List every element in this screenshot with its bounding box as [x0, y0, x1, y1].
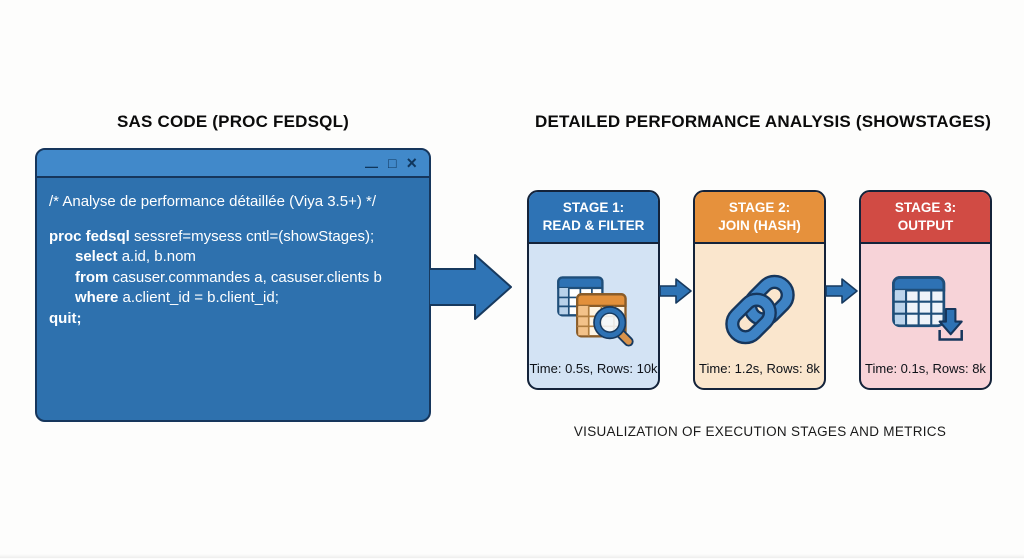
bottom-edge-artifact	[0, 554, 1024, 558]
stage-metrics: Time: 1.2s, Rows: 8k	[699, 361, 820, 376]
stage-header: STAGE 3: OUTPUT	[861, 192, 990, 245]
code-window: — □ × /* Analyse de performance détaillé…	[35, 148, 431, 422]
code-line: where a.client_id = b.client_id;	[75, 289, 279, 306]
code-window-titlebar: — □ ×	[37, 150, 429, 178]
code-line: proc fedsql sessref=mysess cntl=(showSta…	[49, 227, 375, 245]
minimize-icon[interactable]: —	[365, 158, 379, 174]
stage-title-line1: STAGE 3:	[894, 200, 957, 215]
chain-link-icon	[719, 256, 801, 361]
flow-arrow-stage1-stage2	[659, 278, 692, 304]
flow-arrow-stage2-stage3	[825, 278, 858, 304]
stage-card-read-filter: STAGE 1: READ & FILTER	[527, 190, 660, 390]
flow-arrow-main	[429, 254, 512, 320]
code-area: /* Analyse de performance détaillée (Viy…	[37, 178, 429, 343]
code-line: select a.id, b.nom	[75, 248, 196, 265]
stage-card-output: STAGE 3: OUTPUT Time: 0.1s, Rows: 8k	[859, 190, 992, 390]
right-section-title: DETAILED PERFORMANCE ANALYSIS (SHOWSTAGE…	[535, 112, 992, 131]
stage-metrics: Time: 0.5s, Rows: 10k	[529, 361, 658, 376]
code-blank-line	[49, 213, 417, 227]
stage-metrics: Time: 0.1s, Rows: 8k	[865, 361, 986, 376]
stage-title-line2: JOIN (HASH)	[718, 217, 801, 233]
table-download-icon	[884, 256, 968, 361]
stage-title-line2: OUTPUT	[897, 217, 954, 233]
close-icon[interactable]: ×	[406, 153, 417, 173]
table-search-icon	[552, 256, 636, 361]
stage-title-line2: READ & FILTER	[542, 217, 645, 233]
stage-title-line1: STAGE 2:	[728, 200, 791, 215]
left-section-title: SAS CODE (PROC FEDSQL)	[116, 112, 350, 131]
stage-card-join-hash: STAGE 2: JOIN (HASH) Time: 1.2s, Rows: 8…	[693, 190, 826, 390]
stage-header: STAGE 2: JOIN (HASH)	[695, 192, 824, 245]
footer-caption: VISUALIZATION OF EXECUTION STAGES AND ME…	[573, 424, 947, 439]
stage-header: STAGE 1: READ & FILTER	[529, 192, 658, 245]
code-line: from casuser.commandes a, casuser.client…	[75, 268, 382, 286]
maximize-icon[interactable]: □	[388, 155, 397, 171]
code-line: /* Analyse de performance détaillée (Viy…	[49, 193, 376, 210]
stage-title-line1: STAGE 1:	[562, 200, 625, 215]
code-line: quit;	[49, 309, 82, 327]
